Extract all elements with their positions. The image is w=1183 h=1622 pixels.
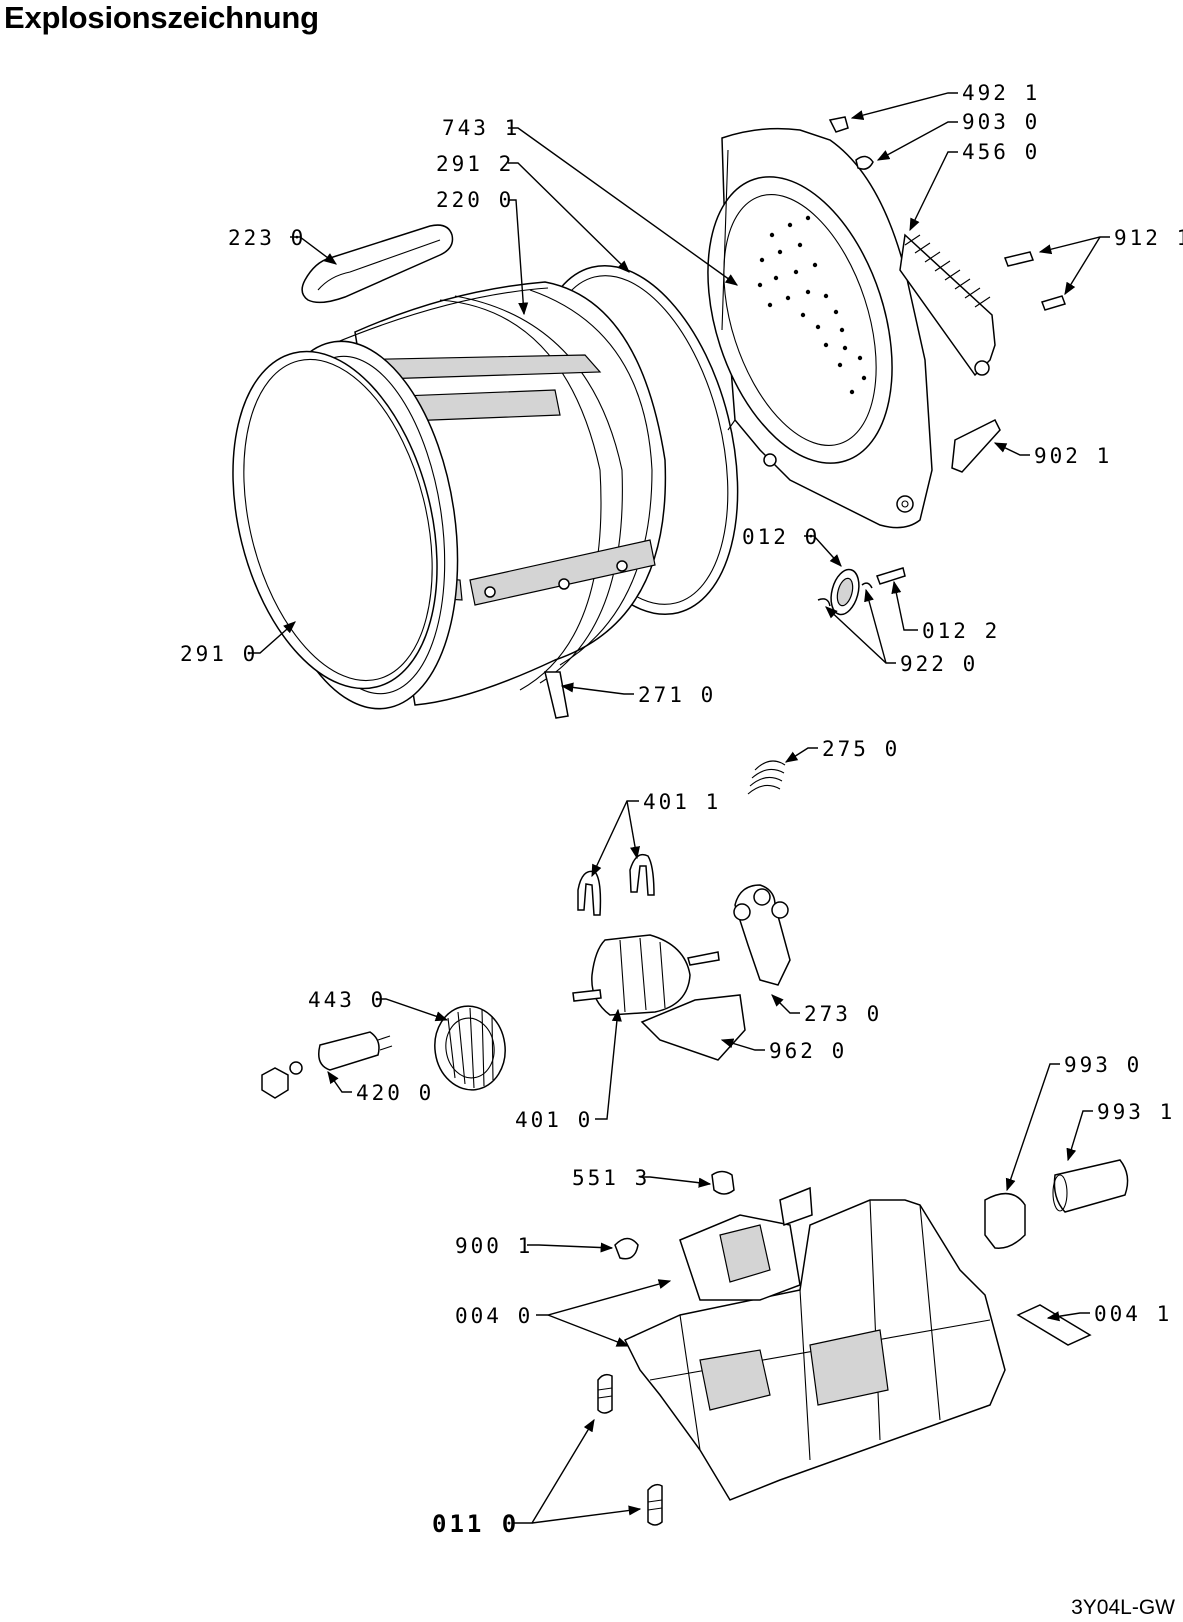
motor-cover-part [640, 994, 746, 1061]
callout-2750: 275 0 [822, 737, 900, 761]
callout-labels: 492 1 903 0 456 0 743 1 291 2 220 0 223 … [180, 81, 1183, 1538]
callout-4921: 492 1 [962, 81, 1040, 105]
callout-2710: 271 0 [638, 683, 716, 707]
spring-part [747, 760, 786, 795]
thermostat-clip-part [855, 155, 874, 170]
callout-0041: 004 1 [1094, 1302, 1172, 1326]
filter-sleeve-part [1052, 1159, 1129, 1213]
callout-2912: 291 2 [436, 152, 514, 176]
callout-7431: 743 1 [442, 116, 520, 140]
filter-cap-part [984, 1192, 1026, 1249]
motor-part [572, 934, 720, 1016]
callout-9931: 993 1 [1097, 1100, 1175, 1124]
base-frame-part [623, 1186, 1006, 1501]
drum-assembly [232, 224, 739, 719]
callout-2230: 223 0 [228, 226, 306, 250]
bracket-part [951, 418, 1001, 473]
drum-lifter-part [301, 224, 454, 304]
callout-9220: 922 0 [900, 652, 978, 676]
callout-9121: 912 1 [1114, 226, 1183, 250]
callout-4200: 420 0 [356, 1081, 434, 1105]
heater-part [899, 233, 996, 377]
capacitor-part [261, 1031, 393, 1099]
motor-clip-parts [577, 853, 655, 916]
screw-part-2 [1041, 295, 1066, 311]
callout-4010: 401 0 [515, 1108, 593, 1132]
foot-part [597, 1373, 613, 1414]
callout-0120: 012 0 [742, 525, 820, 549]
callout-2730: 273 0 [804, 1002, 882, 1026]
filter-cover-part [1016, 1304, 1092, 1346]
bearing-part [817, 567, 906, 616]
callout-0040: 004 0 [455, 1304, 533, 1328]
callout-4560: 456 0 [962, 140, 1040, 164]
page-title: Explosionszeichnung [4, 0, 319, 35]
callout-2200: 220 0 [436, 188, 514, 212]
motor-support-part [733, 884, 791, 986]
callout-0110: 011 0 [432, 1510, 519, 1538]
clip-part [828, 116, 849, 133]
callout-9620: 962 0 [769, 1039, 847, 1063]
callout-4430: 443 0 [308, 988, 386, 1012]
callout-9001: 900 1 [455, 1234, 533, 1258]
rear-panel-holes [757, 215, 867, 395]
callout-9930: 993 0 [1064, 1053, 1142, 1077]
screw-part [1003, 251, 1035, 267]
hose-clip-part [614, 1237, 639, 1260]
callout-5513: 551 3 [572, 1166, 650, 1190]
fuse-part [711, 1170, 735, 1195]
fan-wheel-part [434, 1005, 506, 1091]
front-drum-seal-part [232, 350, 438, 690]
rear-panel-part [707, 127, 933, 529]
foot-part-2 [647, 1483, 663, 1526]
callout-0122: 012 2 [922, 619, 1000, 643]
callout-4011: 401 1 [643, 790, 721, 814]
callout-9021: 902 1 [1034, 444, 1112, 468]
drawing-code: 3Y04L-GW [1071, 1596, 1175, 1619]
callout-2910: 291 0 [180, 642, 258, 666]
leader-lines [248, 92, 1110, 1524]
callout-9030: 903 0 [962, 110, 1040, 134]
